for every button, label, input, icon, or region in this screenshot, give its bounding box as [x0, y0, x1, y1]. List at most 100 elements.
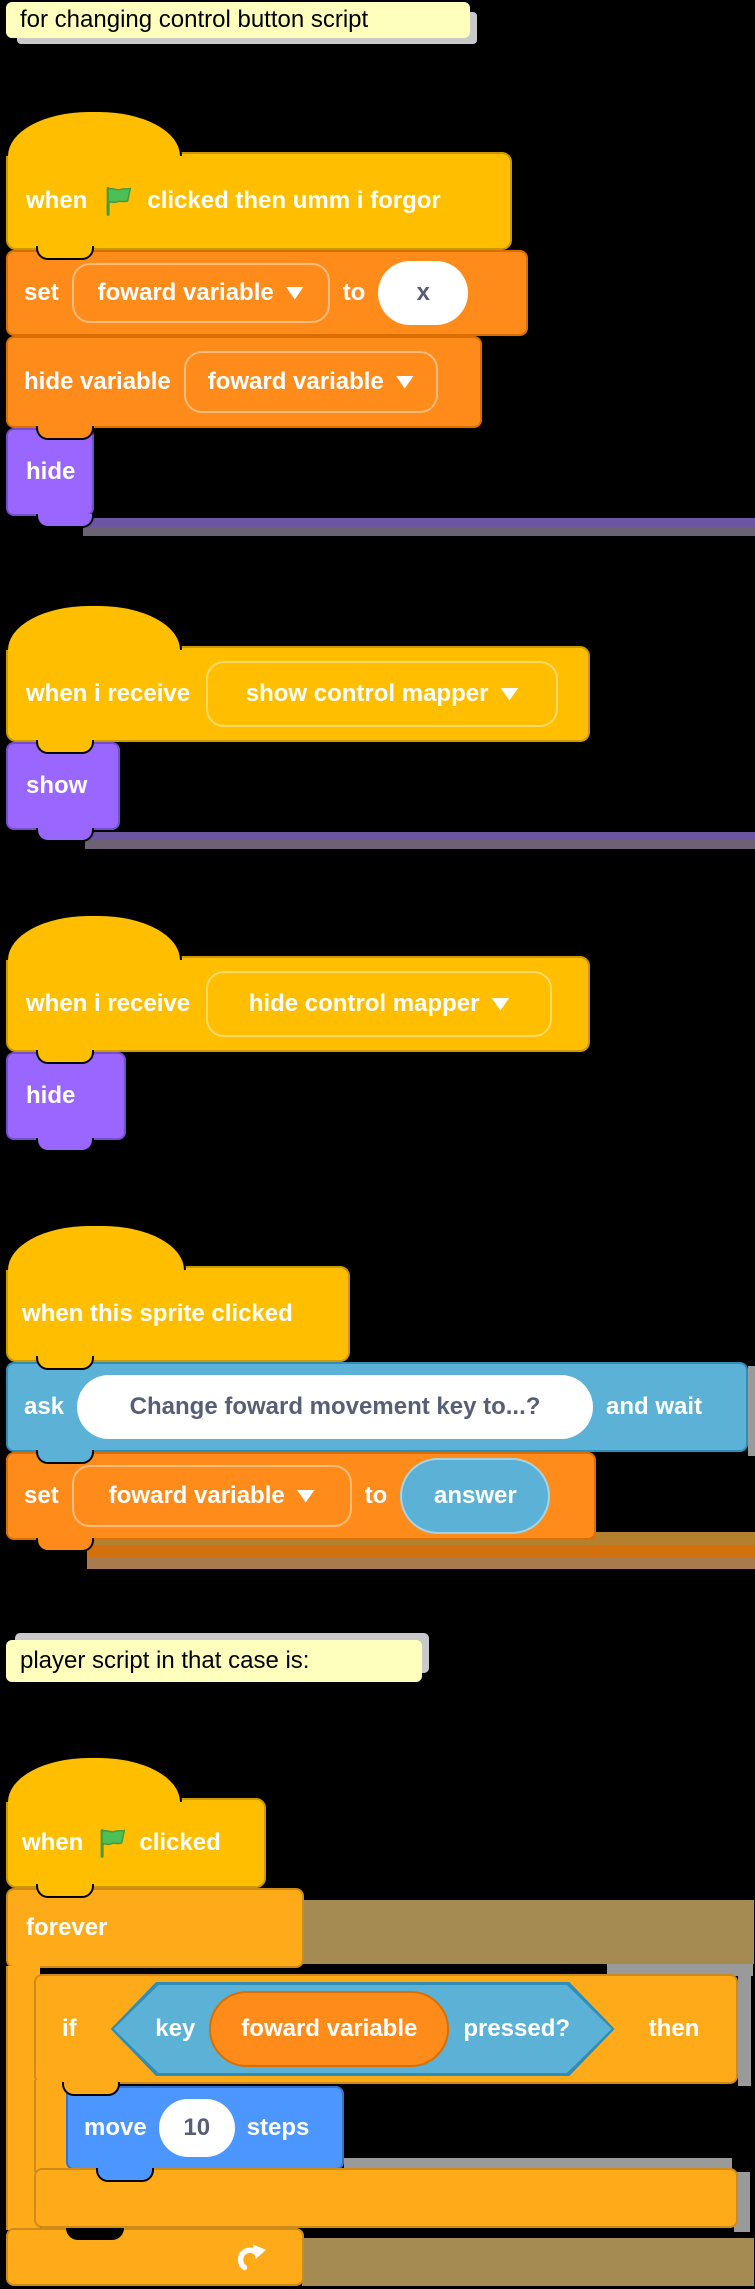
variable-name: foward variable	[97, 279, 274, 306]
hide-variable-label: hide variable	[24, 368, 171, 395]
steps-input[interactable]: 10	[158, 2099, 235, 2157]
block-tab	[36, 514, 94, 528]
variable-dropdown[interactable]: foward variable	[71, 1465, 352, 1527]
ghost-line-orange	[87, 1545, 755, 1557]
if-then-block-top[interactable]: if key foward variable pressed? then	[34, 1974, 738, 2084]
comment-text: for changing control button script	[20, 6, 369, 33]
chevron-down-icon	[500, 687, 519, 701]
when-i-receive-label: when i receive	[26, 990, 191, 1017]
hide-block-1[interactable]: hide	[6, 428, 94, 516]
move-label: move	[84, 2114, 147, 2141]
block-tab	[36, 1538, 94, 1552]
block-tab	[36, 1356, 94, 1370]
question-input[interactable]: Change foward movement key to...?	[77, 1375, 594, 1439]
hat-when-receive-show[interactable]: when i receive show control mapper	[6, 646, 590, 742]
question-text: Change foward movement key to...?	[129, 1393, 541, 1420]
when-i-receive-label: when i receive	[26, 680, 191, 707]
ghost-line-purple-2-shadow	[85, 840, 755, 849]
hat-dome	[6, 604, 182, 650]
hide-block-2[interactable]: hide	[6, 1052, 126, 1140]
hide-label: hide	[26, 458, 76, 485]
value-text: x	[416, 279, 431, 306]
when-label: when	[26, 187, 88, 214]
if-then-block-bottom[interactable]	[34, 2168, 738, 2228]
steps-label: steps	[246, 2114, 310, 2141]
ghost-line-purple-1-shadow	[83, 527, 755, 536]
if-top-shadow-above	[607, 1964, 753, 1976]
hat-dome	[6, 1224, 186, 1270]
broadcast-name: hide control mapper	[248, 990, 480, 1017]
forever-block-bottom[interactable]	[6, 2228, 304, 2286]
move-steps-block[interactable]: move 10 steps	[66, 2086, 344, 2170]
block-tab	[36, 1050, 94, 1064]
variable-name: foward variable	[108, 1482, 285, 1509]
broadcast-dropdown[interactable]: show control mapper	[206, 661, 559, 727]
set-variable-block-1[interactable]: set foward variable to x	[6, 250, 528, 336]
ghost-band-forever	[302, 1900, 754, 1964]
hide-label: hide	[26, 1082, 76, 1109]
show-label: show	[26, 772, 88, 799]
clicked-label: clicked	[139, 1829, 221, 1856]
forever-block-top[interactable]: forever	[6, 1888, 304, 1968]
hat-when-flag-clicked[interactable]: when clicked	[6, 1798, 266, 1888]
when-label: when	[22, 1829, 84, 1856]
if-top-shadow-right	[738, 1970, 751, 2086]
show-block[interactable]: show	[6, 742, 120, 830]
ghost-line-tan-bottom	[87, 1557, 755, 1569]
set-variable-block-2[interactable]: set foward variable to answer	[6, 1452, 596, 1540]
ghost-band-bottom	[302, 2238, 754, 2286]
block-tab	[36, 740, 94, 754]
ask-label: ask	[24, 1393, 65, 1420]
key-pressed-condition[interactable]: key foward variable pressed?	[110, 1982, 615, 2076]
comment-note-top[interactable]: for changing control button script	[6, 2, 470, 38]
when-this-sprite-clicked-label: when this sprite clicked	[22, 1300, 293, 1327]
variable-reporter[interactable]: foward variable	[209, 1991, 450, 2067]
ghost-line-purple-2	[85, 832, 755, 840]
answer-reporter[interactable]: answer	[400, 1458, 551, 1534]
block-tab	[36, 1884, 94, 1898]
to-label: to	[364, 1482, 388, 1509]
pressed-label: pressed?	[463, 2015, 571, 2042]
steps-value: 10	[183, 2114, 211, 2141]
set-label: set	[24, 1482, 59, 1509]
forever-mouth-notch	[66, 2228, 124, 2240]
hide-variable-block[interactable]: hide variable foward variable	[6, 336, 482, 428]
hat-when-receive-hide[interactable]: when i receive hide control mapper	[6, 956, 590, 1052]
to-label: to	[342, 279, 366, 306]
if-block-left-column	[34, 2080, 70, 2172]
hat-when-sprite-clicked[interactable]: when this sprite clicked	[6, 1266, 350, 1362]
chevron-down-icon	[491, 997, 510, 1011]
block-tab	[36, 828, 94, 842]
loop-arrow-icon	[237, 2244, 267, 2271]
if-bottom-shadow-right	[734, 2172, 750, 2232]
ask-and-wait-block[interactable]: ask Change foward movement key to...? an…	[6, 1362, 748, 1452]
comment-text: player script in that case is:	[20, 1647, 310, 1674]
variable-name: foward variable	[241, 2015, 418, 2042]
chevron-down-icon	[296, 1489, 315, 1503]
chevron-down-icon	[395, 375, 414, 389]
block-tab	[62, 2082, 120, 2096]
ghost-line-purple-1	[83, 518, 755, 527]
answer-label: answer	[433, 1482, 517, 1509]
then-label: then	[648, 2015, 700, 2042]
if-bottom-shadow-above	[344, 2158, 732, 2170]
green-flag-icon	[100, 1829, 126, 1858]
hat-dome	[6, 110, 182, 156]
comment-note-player[interactable]: player script in that case is:	[6, 1640, 422, 1682]
broadcast-name: show control mapper	[245, 680, 489, 707]
hat-dome	[6, 1756, 182, 1802]
block-tab	[36, 1138, 94, 1152]
chevron-down-icon	[285, 286, 304, 300]
key-label: key	[155, 2015, 196, 2042]
if-label: if	[62, 2015, 77, 2042]
and-wait-label: and wait	[606, 1393, 703, 1420]
block-tab	[36, 1450, 94, 1464]
hat-when-flag-clicked-forgor[interactable]: when clicked then umm i forgor	[6, 152, 512, 250]
ask-block-shadow	[748, 1366, 755, 1456]
broadcast-dropdown[interactable]: hide control mapper	[206, 971, 553, 1037]
variable-dropdown[interactable]: foward variable	[183, 351, 438, 413]
variable-dropdown[interactable]: foward variable	[71, 263, 330, 323]
value-input[interactable]: x	[378, 261, 469, 325]
hat-dome	[6, 914, 182, 960]
